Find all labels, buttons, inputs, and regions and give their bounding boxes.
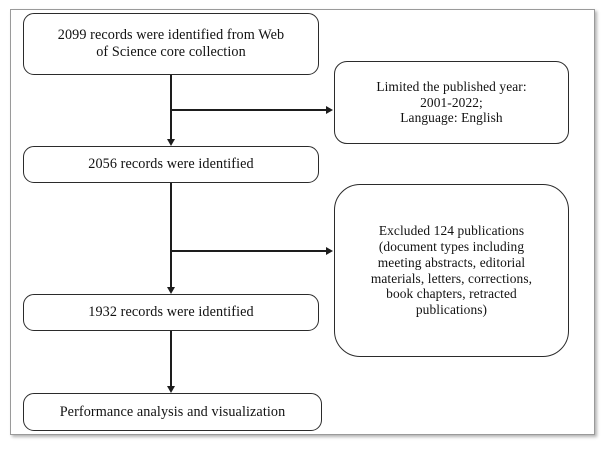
arrowhead-to-filter-criteria — [326, 106, 333, 114]
arrowhead-box3-to-box4 — [166, 386, 175, 393]
connector-box3-to-box4 — [170, 331, 172, 386]
connector-box1-to-filter-criteria — [171, 109, 326, 111]
node-performance-analysis: Performance analysis and visualization — [23, 393, 322, 431]
node-filter-criteria: Limited the published year: 2001-2022; L… — [334, 61, 569, 144]
node-exclusion-criteria-label: Excluded 124 publications (document type… — [370, 223, 533, 318]
node-records-after-exclusion: 1932 records were identified — [23, 294, 319, 331]
node-filter-criteria-label: Limited the published year: 2001-2022; L… — [376, 78, 527, 126]
node-records-identified-initial: 2099 records were identified from Web of… — [23, 13, 319, 75]
node-records-after-filter-label: 2056 records were identified — [88, 156, 254, 173]
arrowhead-box2-to-box3 — [166, 287, 175, 294]
connector-box2-to-box3 — [170, 183, 172, 287]
node-performance-analysis-label: Performance analysis and visualization — [59, 403, 286, 420]
arrowhead-to-exclusion-criteria — [326, 247, 333, 255]
node-exclusion-criteria: Excluded 124 publications (document type… — [334, 184, 569, 357]
figure-frame: 2099 records were identified from Web of… — [10, 9, 595, 435]
connector-box1-to-box2 — [170, 75, 172, 139]
arrowhead-box1-to-box2 — [166, 139, 175, 146]
node-records-after-filter: 2056 records were identified — [23, 146, 319, 183]
node-records-after-exclusion-label: 1932 records were identified — [88, 304, 254, 321]
node-records-identified-initial-label: 2099 records were identified from Web of… — [57, 27, 285, 60]
connector-box2-to-exclusion-criteria — [171, 250, 326, 252]
